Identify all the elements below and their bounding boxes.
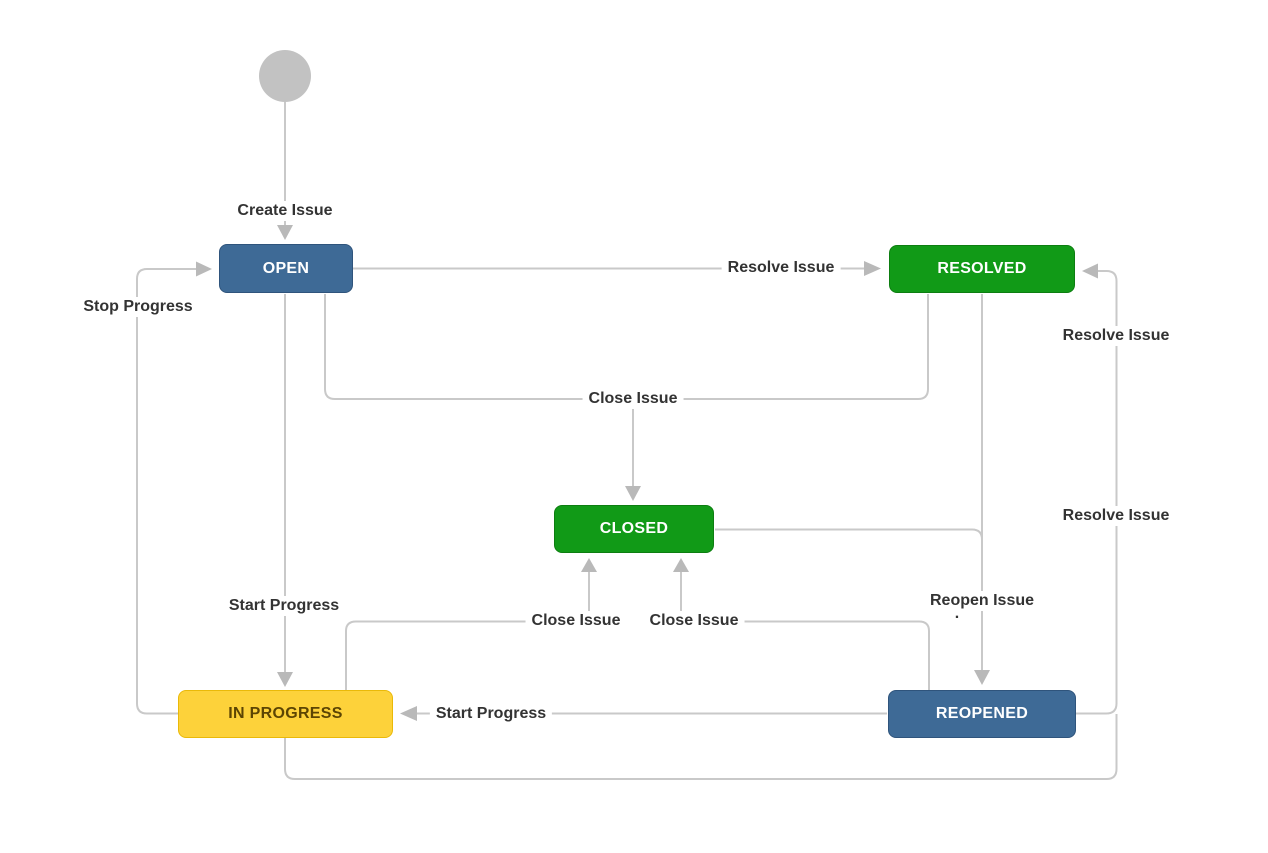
transition-label-start-progress-reopened[interactable]: Start Progress bbox=[429, 704, 553, 724]
transition-label-create-issue[interactable]: Create Issue bbox=[231, 201, 339, 221]
edge-reopened-to-closed bbox=[680, 572, 930, 690]
edge-inprogress-to-closed bbox=[345, 572, 590, 690]
node-resolved[interactable]: RESOLVED bbox=[889, 245, 1075, 293]
edge-inprogress-to-open bbox=[136, 268, 196, 715]
reopen-issue-stray-dot: . bbox=[954, 605, 960, 622]
transition-label-close-issue-main[interactable]: Close Issue bbox=[582, 389, 684, 409]
arrowhead-into-closed-top bbox=[625, 486, 641, 501]
node-reopened[interactable]: REOPENED bbox=[888, 690, 1076, 738]
node-in-progress[interactable]: IN PROGRESS bbox=[178, 690, 393, 738]
arrowhead-into-resolved-right bbox=[1082, 263, 1098, 279]
edge-reopened-to-resolved bbox=[1076, 270, 1118, 715]
start-node[interactable] bbox=[259, 50, 311, 102]
arrowhead-into-inprogress-top bbox=[277, 672, 293, 687]
node-closed[interactable]: CLOSED bbox=[554, 505, 714, 553]
arrowhead-into-open-left bbox=[196, 261, 212, 277]
transition-label-close-issue-reopened[interactable]: Close Issue bbox=[643, 611, 745, 631]
arrowhead-into-inprogress-right bbox=[400, 706, 417, 721]
transition-label-close-issue-in-progress[interactable]: Close Issue bbox=[525, 611, 627, 631]
node-open[interactable]: OPEN bbox=[219, 244, 353, 293]
edge-closed-to-reopened bbox=[715, 528, 983, 540]
transition-label-resolve-issue-in-progress[interactable]: Resolve Issue bbox=[1056, 506, 1176, 526]
transition-label-reopen-issue[interactable]: Reopen Issue bbox=[923, 591, 1041, 611]
arrowhead-into-open-top bbox=[277, 225, 293, 240]
transition-label-resolve-issue-reopened[interactable]: Resolve Issue bbox=[1056, 326, 1176, 346]
arrowhead-into-closed-bottom-right bbox=[673, 558, 689, 572]
transition-label-resolve-issue-open[interactable]: Resolve Issue bbox=[721, 258, 841, 278]
edge-open-resolved-close-merge bbox=[324, 294, 929, 400]
arrowhead-into-resolved-left bbox=[864, 261, 881, 276]
transition-label-stop-progress[interactable]: Stop Progress bbox=[77, 297, 199, 317]
arrowhead-into-reopened-top bbox=[974, 670, 990, 685]
arrowhead-into-closed-bottom-left bbox=[581, 558, 597, 572]
edge-inprogress-to-resolved bbox=[284, 714, 1118, 780]
transition-label-start-progress-open[interactable]: Start Progress bbox=[222, 596, 346, 616]
